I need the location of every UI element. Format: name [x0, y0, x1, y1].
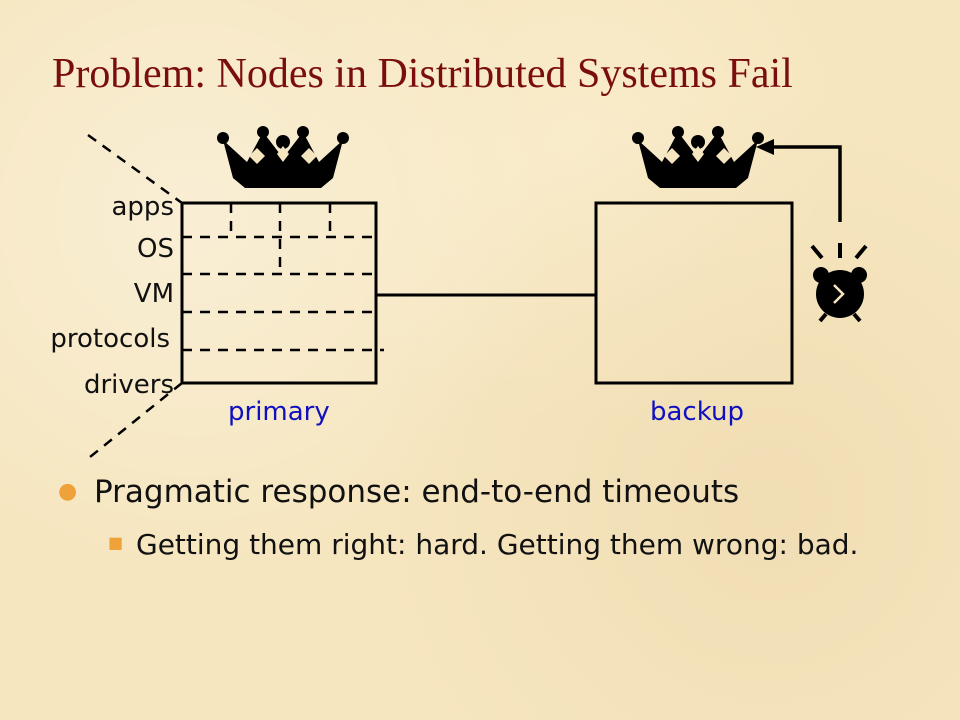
bullet-level-2: ■ Getting them right: hard. Getting them … [108, 528, 858, 561]
primary-label: primary [228, 397, 330, 427]
layer-dividers [182, 203, 384, 352]
bullet-square-icon: ■ [108, 533, 124, 552]
promotion-arrow [772, 145, 842, 222]
backup-label: backup [650, 397, 744, 427]
arrow-head [756, 139, 774, 155]
layer-label-vm: VM [133, 279, 174, 309]
bullet-level-2-text: Getting them right: hard. Getting them w… [136, 528, 859, 561]
alarm-clock-icon [810, 243, 868, 323]
crown-icon [217, 126, 349, 188]
bullet-level-1-text: Pragmatic response: end-to-end timeouts [94, 474, 740, 510]
layer-label-drivers: drivers [83, 370, 174, 400]
layer-label-protocols: protocols [50, 324, 170, 354]
crown-icon [632, 126, 764, 188]
zoom-line-bottom [89, 382, 183, 458]
bullet-dot-icon: ● [58, 479, 78, 504]
backup-node-box [594, 201, 794, 385]
page-title: Problem: Nodes in Distributed Systems Fa… [52, 51, 793, 97]
layer-label-apps: apps [111, 192, 175, 222]
layer-label-os: OS [137, 234, 174, 264]
zoom-line-top [87, 133, 183, 205]
bullet-level-1: ● Pragmatic response: end-to-end timeouts [58, 474, 739, 510]
